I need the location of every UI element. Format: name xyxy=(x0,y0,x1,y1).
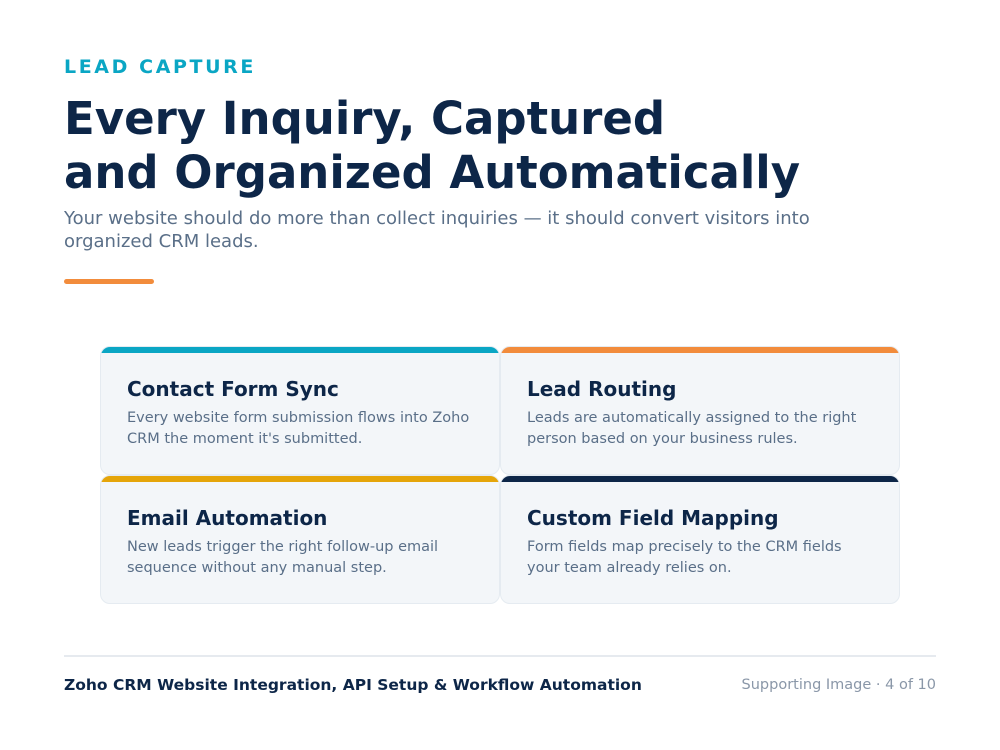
card-accent-bar xyxy=(501,476,899,482)
page-title-line-1: Every Inquiry, Captured xyxy=(64,92,666,145)
feature-card-contact-form-sync: Contact Form Sync Every website form sub… xyxy=(100,346,500,475)
card-description: Every website form submission flows into… xyxy=(127,410,470,447)
footer-divider xyxy=(64,655,936,657)
feature-card-custom-field-mapping: Custom Field Mapping Form fields map pre… xyxy=(500,475,900,604)
feature-card-lead-routing: Lead Routing Leads are automatically ass… xyxy=(500,346,900,475)
card-description: Leads are automatically assigned to the … xyxy=(527,410,857,447)
page-title: Every Inquiry, Captured and Organized Au… xyxy=(64,92,800,200)
section-eyebrow: LEAD CAPTURE xyxy=(64,56,256,78)
card-accent-bar xyxy=(101,476,499,482)
footer-page-indicator: Supporting Image · 4 of 10 xyxy=(741,677,936,693)
page-subtitle: Your website should do more than collect… xyxy=(64,208,810,252)
accent-divider xyxy=(64,279,154,284)
card-title: Email Automation xyxy=(127,506,328,530)
card-title: Lead Routing xyxy=(527,377,677,401)
card-accent-bar xyxy=(501,347,899,353)
card-description: Form fields map precisely to the CRM fie… xyxy=(527,539,842,576)
feature-card-email-automation: Email Automation New leads trigger the r… xyxy=(100,475,500,604)
card-title: Contact Form Sync xyxy=(127,377,339,401)
feature-card-grid: Contact Form Sync Every website form sub… xyxy=(100,346,900,604)
card-title: Custom Field Mapping xyxy=(527,506,779,530)
card-accent-bar xyxy=(101,347,499,353)
footer-title: Zoho CRM Website Integration, API Setup … xyxy=(64,676,642,694)
card-description: New leads trigger the right follow-up em… xyxy=(127,539,439,576)
page-title-line-2: and Organized Automatically xyxy=(64,146,801,199)
